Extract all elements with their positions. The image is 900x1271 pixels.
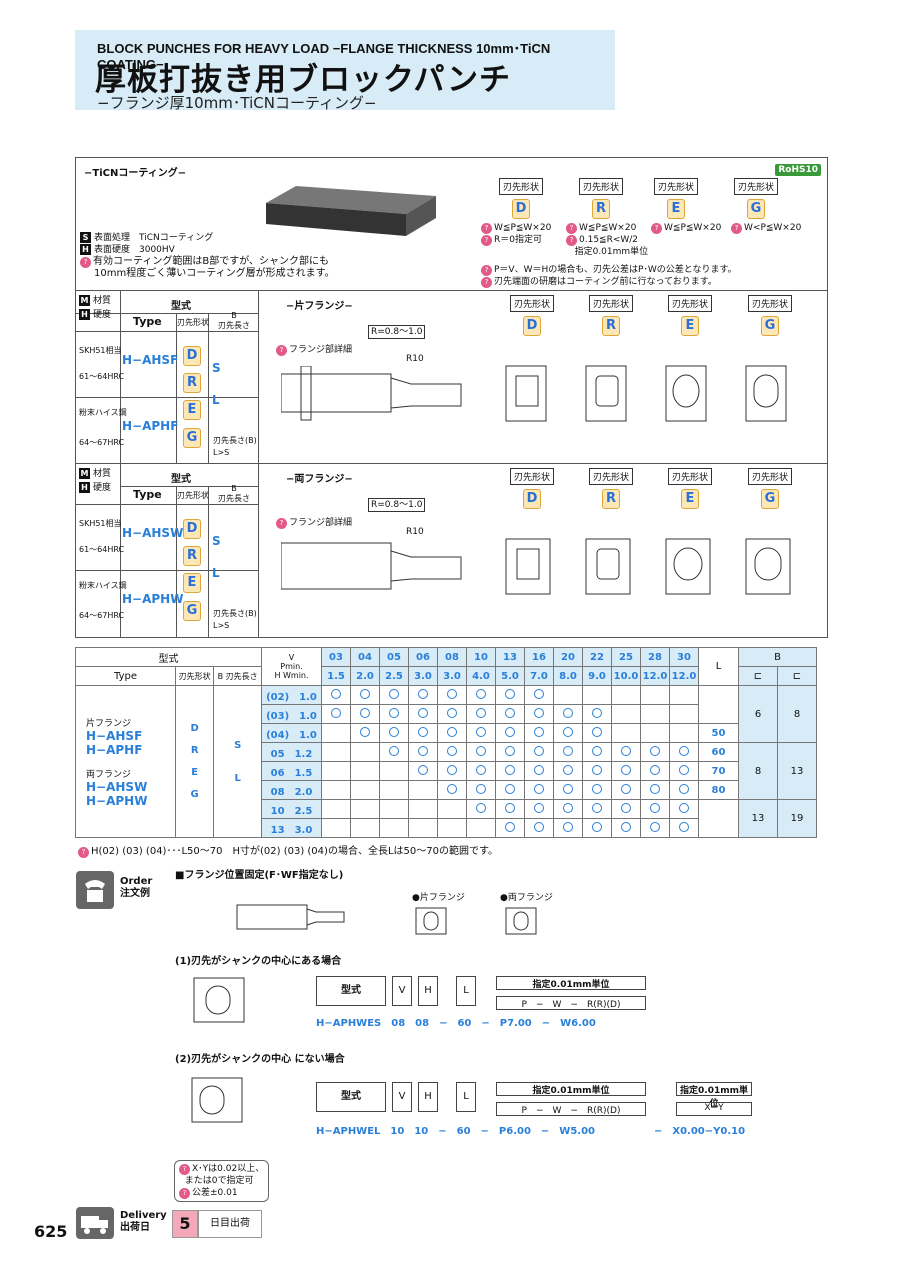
coating-title: −TiCNコーティング− xyxy=(84,168,187,179)
header-banner: BLOCK PUNCHES FOR HEAVY LOAD −FLANGE THI… xyxy=(75,30,615,112)
row-h: (03) 1.0 xyxy=(261,704,322,724)
row-h: 08 2.0 xyxy=(261,780,322,800)
case1-title: (1)刃先がシャンクの中心にある場合 xyxy=(175,956,342,967)
note-icon: ? xyxy=(80,257,91,268)
subtitle: −フランジ厚10mm･TiCNコーティング− xyxy=(97,94,377,112)
th-p: 4.0 xyxy=(466,666,496,686)
coating-note2: 10mm程度ごく薄いコーティング層が形成されます。 xyxy=(94,268,335,279)
example1: H−APHWES 08 08 − 60 − P7.00 − W6.00 xyxy=(316,1018,596,1029)
th-v: 25 xyxy=(611,647,641,667)
row-h: 13 3.0 xyxy=(261,818,322,838)
rohs-badge: RoHS10 xyxy=(775,164,821,176)
delivery-unit: 日目出荷 xyxy=(198,1210,262,1238)
th-p: 8.0 xyxy=(553,666,583,686)
example2: H−APHWEL 10 10 − 60 − P6.00 − W5.00 xyxy=(316,1126,596,1137)
th-v: 28 xyxy=(640,647,670,667)
th-type: 型式 xyxy=(75,647,262,667)
xy-note: ?X･Yは0.02以上、 または0で指定可?公差±0.01 xyxy=(174,1160,270,1202)
th-v: 04 xyxy=(350,647,380,667)
th-p: 1.5 xyxy=(321,666,351,686)
table-footnote: H(02) (03) (04)･･･L50～70 H寸が(02) (03) (0… xyxy=(91,846,498,857)
row-h: (04) 1.0 xyxy=(261,723,322,743)
th-p: 2.5 xyxy=(379,666,409,686)
th-p: 12.0 xyxy=(669,666,699,686)
flange-views xyxy=(415,907,537,935)
page-number: 625 xyxy=(34,1222,68,1241)
example2-xy: − X0.00−Y0.10 xyxy=(654,1126,746,1137)
tol-note2: 刃先端面の研磨はコーティング前に行なっております。 xyxy=(494,277,717,287)
case2-title: (2)刃先がシャンクの中心 にない場合 xyxy=(175,1054,345,1065)
delivery-days: 5 xyxy=(172,1210,198,1238)
row-h: 05 1.2 xyxy=(261,742,322,762)
row-h: (02) 1.0 xyxy=(261,685,322,705)
case1-drawing xyxy=(193,977,245,1023)
th-v: 08 xyxy=(437,647,467,667)
type-ahsw: H−AHSW xyxy=(122,526,184,540)
title-en: BLOCK PUNCHES FOR HEAVY LOAD −FLANGE THI… xyxy=(97,41,551,72)
phone-icon xyxy=(76,871,114,909)
th-v: 06 xyxy=(408,647,438,667)
th-v: 10 xyxy=(466,647,496,667)
title-ja: 厚板打抜き用ブロックパンチ xyxy=(95,62,511,98)
single-flange-drawing xyxy=(281,366,462,421)
double-flange-drawing xyxy=(281,542,462,590)
th-v: 22 xyxy=(582,647,612,667)
row-h: 06 1.5 xyxy=(261,761,322,781)
th-p: 10.0 xyxy=(611,666,641,686)
surface-hardness: 表面硬度 3000HV xyxy=(94,245,175,255)
row-h: 10 2.5 xyxy=(261,799,322,819)
surface-treatment: 表面処理 TiCNコーティング xyxy=(94,233,214,243)
type-ahsf: H−AHSF xyxy=(122,353,179,367)
truck-icon xyxy=(76,1207,114,1239)
th-v: 03 xyxy=(321,647,351,667)
th-l: L xyxy=(698,647,739,686)
shape-views xyxy=(505,365,787,422)
th-p: 3.0 xyxy=(408,666,438,686)
h-tag: H xyxy=(80,244,91,255)
s-tag: S xyxy=(80,232,91,243)
th-p: 5.0 xyxy=(495,666,525,686)
th-p: 9.0 xyxy=(582,666,612,686)
tol-note1: P＝V、W＝Hの場合も、刃先公差はP･Wの公差となります。 xyxy=(494,265,737,275)
order-punch-drawing xyxy=(236,904,345,930)
th-v: 20 xyxy=(553,647,583,667)
th-b: B xyxy=(738,647,817,667)
th-v: 13 xyxy=(495,647,525,667)
punch-image xyxy=(266,186,436,236)
th-p: 12.0 xyxy=(640,666,670,686)
coating-note1: 有効コーティング範囲はB部ですが、シャンク部にも xyxy=(93,256,330,267)
type-aphw: H−APHW xyxy=(122,592,184,606)
shape-views-2 xyxy=(505,538,791,595)
th-p: 3.0 xyxy=(437,666,467,686)
th-v: 16 xyxy=(524,647,554,667)
order-fix: ■フランジ位置固定(F･WF指定なし) xyxy=(175,870,344,881)
case2-drawing xyxy=(191,1077,243,1123)
th-p: 2.0 xyxy=(350,666,380,686)
type-aphf: H−APHF xyxy=(122,419,179,433)
th-p: 7.0 xyxy=(524,666,554,686)
th-v: 30 xyxy=(669,647,699,667)
th-v: 05 xyxy=(379,647,409,667)
